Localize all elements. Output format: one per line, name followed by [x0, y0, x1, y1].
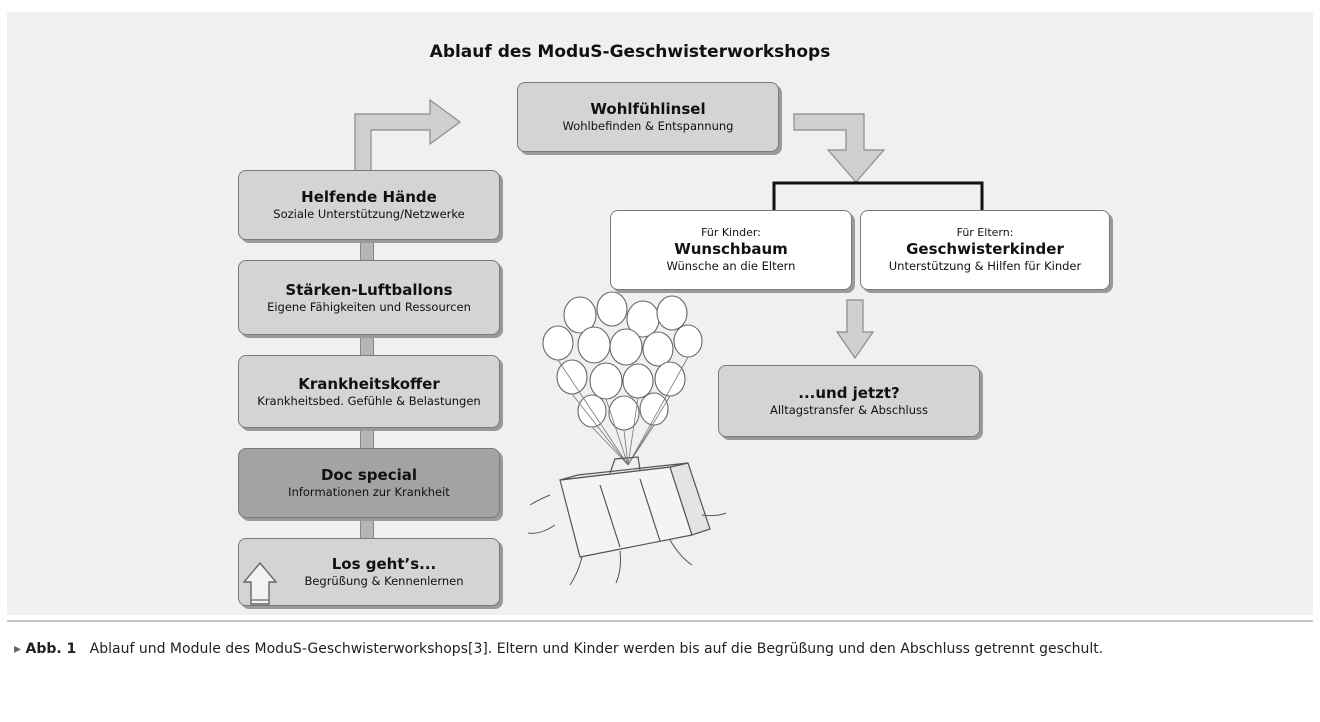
- module-los-gehts: Los geht’s... Begrüßung & Kennenlernen: [238, 538, 500, 606]
- balloons-suitcase-illustration: [527, 291, 727, 586]
- connector: [360, 518, 374, 538]
- module-helfende-haende: Helfende Hände Soziale Unterstützung/Net…: [238, 170, 500, 240]
- module-title: Geschwisterkinder: [906, 240, 1064, 258]
- module-title: Helfende Hände: [301, 188, 437, 206]
- connector: [360, 335, 374, 355]
- module-geschwisterkinder: Für Eltern: Geschwisterkinder Unterstütz…: [860, 210, 1110, 290]
- split-bracket: [772, 181, 984, 211]
- module-subtitle: Unterstützung & Hilfen für Kinder: [888, 259, 1082, 273]
- module-title: Stärken-Luftballons: [285, 280, 453, 299]
- module-subtitle: Wünsche an die Eltern: [666, 259, 796, 273]
- caption-label: Abb. 1: [25, 641, 77, 657]
- module-subtitle: Wohlbefinden & Entspannung: [562, 119, 734, 133]
- module-doc-special: Doc special Informationen zur Krankheit: [238, 448, 500, 518]
- module-subtitle: Soziale Unterstützung/Netzwerke: [273, 207, 465, 221]
- module-staerken-luftballons: Stärken-Luftballons Eigene Fähigkeiten u…: [238, 260, 500, 335]
- module-prefix: Für Kinder:: [701, 226, 761, 239]
- caption-text: Ablauf und Module des ModuS-Geschwisterw…: [89, 641, 1104, 657]
- module-subtitle: Alltagstransfer & Abschluss: [769, 403, 929, 417]
- module-title: Doc special: [320, 466, 417, 484]
- module-wunschbaum: Für Kinder: Wunschbaum Wünsche an die El…: [610, 210, 852, 290]
- bent-arrow-icon: [354, 98, 462, 173]
- module-subtitle: Informationen zur Krankheit: [288, 485, 450, 499]
- module-title: Wunschbaum: [674, 240, 788, 258]
- figure-caption: ▸ Abb. 1 Ablauf und Module des ModuS-Ges…: [14, 638, 1304, 660]
- module-wohlfuehlinsel: Wohlfühlinsel Wohlbefinden & Entspannung: [517, 82, 779, 152]
- module-krankheitskoffer: Krankheitskoffer Krankheitsbed. Gefühle …: [238, 355, 500, 428]
- arrow-down-icon: [835, 299, 875, 360]
- figure-title: Ablauf des ModuS-Geschwisterworkshops: [429, 42, 831, 62]
- connector: [360, 240, 374, 260]
- module-subtitle: Begrüßung & Kennenlernen: [304, 574, 464, 588]
- module-title: Los geht’s...: [331, 555, 437, 573]
- module-title: Krankheitskoffer: [298, 374, 440, 393]
- module-und-jetzt: ...und jetzt? Alltagstransfer & Abschlus…: [718, 365, 980, 437]
- module-subtitle: Krankheitsbed. Gefühle & Belastungen: [257, 393, 481, 408]
- bent-arrow-down-icon: [793, 113, 886, 183]
- module-prefix: Für Eltern:: [956, 226, 1014, 239]
- module-subtitle: Eigene Fähigkeiten und Ressourcen: [267, 299, 471, 314]
- arrow-up-icon: [242, 561, 278, 605]
- connector: [360, 428, 374, 448]
- caption-divider: [7, 620, 1313, 622]
- module-title: Wohlfühlinsel: [590, 100, 706, 118]
- caption-marker-icon: ▸: [14, 641, 22, 657]
- module-title: ...und jetzt?: [798, 384, 900, 402]
